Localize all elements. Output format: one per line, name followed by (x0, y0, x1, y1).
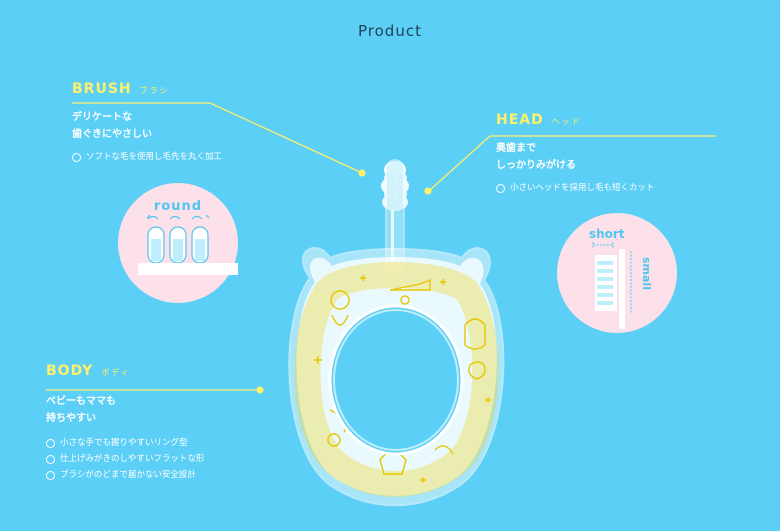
head-lead: 奥歯まで しっかりみがける (496, 140, 655, 174)
body-bullet-item: 小さな手でも握りやすいリング型 (46, 435, 204, 451)
body-bullet-text: 仕上げみがきのしやすいフラットな形 (60, 454, 205, 464)
brush-bullet-text: ソフトな毛を使用し毛先を丸く加工 (86, 152, 223, 162)
short-label: short (589, 227, 625, 241)
head-bullet-item: 小さいヘッドを採用し毛も短くカット (496, 180, 655, 196)
body-title: BODY ボディ (46, 363, 204, 379)
short-small-bristles-icon (592, 242, 632, 329)
body-bullet-item: ブラシがのどまで届かない安全設計 (46, 467, 204, 483)
page-title: Product (358, 22, 422, 40)
body-bullet-item: 仕上げみがきのしやすいフラットな形 (46, 451, 204, 467)
brush-title-text: BRUSH (72, 81, 132, 97)
toothbrush-product-image (288, 159, 505, 507)
brush-title: BRUSH ブラシ (72, 81, 222, 97)
brush-lead: デリケートな 歯ぐきにやさしい (72, 109, 222, 143)
small-label: small (640, 257, 653, 290)
bullet-circle-icon (46, 454, 55, 464)
short-head-illustration: short small (557, 213, 677, 333)
head-title-text: HEAD (496, 112, 544, 128)
head-bullets: 小さいヘッドを採用し毛も短くカット (496, 180, 655, 196)
brush-bullets: ソフトな毛を使用し毛先を丸く加工 (72, 149, 222, 165)
brush-subtitle: ブラシ (139, 86, 170, 95)
round-label: round (153, 199, 203, 214)
body-bullet-text: ブラシがのどまで届かない安全設計 (60, 470, 196, 480)
body-bullet-text: 小さな手でも握りやすいリング型 (60, 438, 188, 448)
body-lead: ベビーもママも 持ちやすい (46, 393, 204, 427)
round-bristles-icon (138, 214, 238, 275)
head-section: HEAD ヘッド 奥歯まで しっかりみがける 小さいヘッドを採用し毛も短くカット (496, 112, 655, 196)
head-title: HEAD ヘッド (496, 112, 655, 128)
body-title-text: BODY (46, 363, 94, 379)
brush-lead-line-2: 歯ぐきにやさしい (72, 129, 152, 140)
bullet-circle-icon (72, 152, 81, 162)
head-lead-line-1: 奥歯まで (496, 143, 536, 154)
body-subtitle: ボディ (101, 368, 131, 377)
body-section: BODY ボディ ベビーもママも 持ちやすい 小さな手でも握りやすいリング型 仕上… (46, 363, 204, 483)
body-lead-line-2: 持ちやすい (46, 413, 96, 424)
body-bullets: 小さな手でも握りやすいリング型 仕上げみがきのしやすいフラットな形 ブラシがのど… (46, 435, 204, 483)
head-bullet-text: 小さいヘッドを採用し毛も短くカット (510, 183, 655, 193)
brush-bullet-item: ソフトな毛を使用し毛先を丸く加工 (72, 149, 222, 165)
round-bristle-illustration: round (118, 183, 238, 303)
brush-section: BRUSH ブラシ デリケートな 歯ぐきにやさしい ソフトな毛を使用し毛先を丸く加… (72, 81, 222, 165)
head-lead-line-2: しっかりみがける (496, 160, 576, 171)
brush-lead-line-1: デリケートな (72, 112, 132, 123)
bullet-circle-icon (496, 183, 505, 193)
bullet-circle-icon (46, 438, 55, 448)
bullet-circle-icon (46, 470, 55, 480)
body-lead-line-1: ベビーもママも (46, 396, 116, 407)
head-subtitle: ヘッド (551, 117, 582, 126)
